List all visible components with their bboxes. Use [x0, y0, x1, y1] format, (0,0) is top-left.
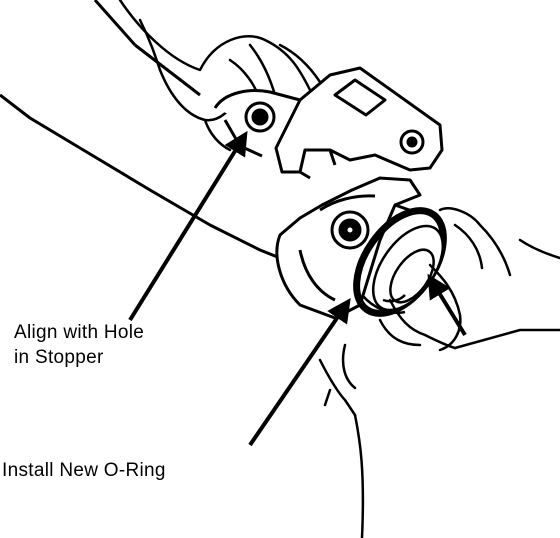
callout-align-with-hole: Align with Hole in Stopper [14, 320, 254, 370]
upper-hand [118, 0, 322, 152]
arrow-o-ring [248, 298, 351, 447]
arrow-align-hole [128, 130, 248, 322]
callout-install-o-ring: Install New O-Ring [2, 460, 166, 481]
callout-align-line2: in Stopper [14, 347, 104, 368]
bracket [274, 66, 444, 180]
steering-shaft [0, 0, 291, 264]
leader-arrows [128, 130, 467, 447]
joint-housing [275, 176, 422, 320]
arrow-insert [427, 273, 467, 337]
callout-align-line1: Align with Hole [14, 322, 145, 343]
